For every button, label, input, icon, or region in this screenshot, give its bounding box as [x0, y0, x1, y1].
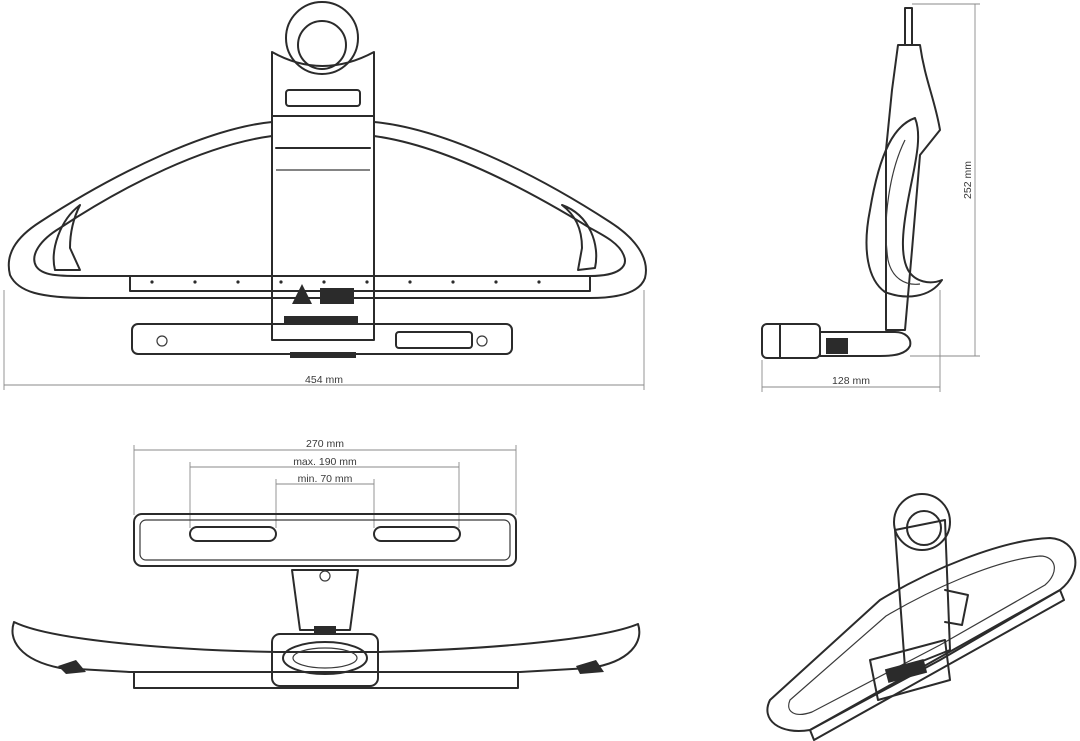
front-base-screw-left: [156, 335, 168, 347]
persp-base-clamp: [884, 659, 928, 683]
persp-hanger-inner: [788, 555, 1055, 715]
front-column-label: [285, 89, 361, 107]
top-bracket-hole: [319, 570, 331, 582]
front-right-clip: [561, 204, 598, 271]
warning-pictogram: [320, 288, 354, 304]
persp-head-ring-inner: [906, 510, 942, 546]
persp-head-ring-outer: [893, 493, 951, 551]
dim-side-depth: 128 mm: [832, 375, 870, 387]
top-bracket-teeth: [314, 626, 336, 634]
top-hanger-clip-left: [58, 660, 86, 674]
top-plate-inner: [139, 519, 511, 561]
front-base-clamp: [290, 352, 356, 358]
dim-front-width: 454 mm: [305, 374, 343, 386]
front-view: 454 mm: [3, 1, 647, 390]
side-stem: [904, 7, 913, 46]
top-view: 270 mm max. 190 mm min. 70 mm: [11, 438, 641, 689]
side-arm-outer: [865, 117, 943, 298]
front-bar: [129, 275, 591, 292]
side-column: [885, 44, 941, 331]
front-left-clip: [52, 204, 81, 271]
persp-column: [894, 519, 951, 669]
side-foot-clamp: [826, 338, 848, 354]
dim-top-total: 270 mm: [306, 438, 344, 450]
dim-side-height: 252 mm: [962, 161, 974, 199]
dim-top-min: min. 70 mm: [298, 473, 353, 485]
side-view: 128 mm 252 mm: [761, 3, 980, 392]
top-hanger-clip-right: [576, 660, 604, 674]
front-hanger-outer: [7, 121, 647, 299]
front-column: [271, 51, 375, 341]
front-head-ring-inner: [297, 20, 347, 70]
top-bracket: [291, 569, 359, 631]
top-slot-left: [189, 526, 277, 542]
persp-base: [869, 639, 951, 701]
perspective-view: [766, 493, 1077, 741]
front-base-slot: [395, 331, 473, 349]
front-head-ring-outer: [285, 1, 359, 75]
top-hanger-bar: [133, 671, 519, 689]
front-hanger-inner: [33, 135, 626, 277]
front-base-screw-right: [476, 335, 488, 347]
top-hanger-outer: [11, 621, 641, 673]
dim-top-max: max. 190 mm: [293, 456, 357, 468]
side-base-block: [761, 323, 821, 359]
side-foot: [819, 331, 912, 357]
persp-bar: [809, 589, 1065, 741]
warning-text-strip: [284, 316, 358, 324]
side-arm-inner: [885, 139, 921, 285]
top-hub-ring-inner: [292, 647, 358, 669]
persp-back-plate: [944, 589, 969, 626]
warning-icon: [292, 284, 312, 304]
top-slot-right: [373, 526, 461, 542]
persp-hanger-outer: [766, 537, 1077, 732]
top-hub-outer: [271, 633, 379, 687]
front-bar-dots: [150, 280, 541, 284]
top-plate-outer: [133, 513, 517, 567]
top-hub-ring: [282, 641, 368, 675]
